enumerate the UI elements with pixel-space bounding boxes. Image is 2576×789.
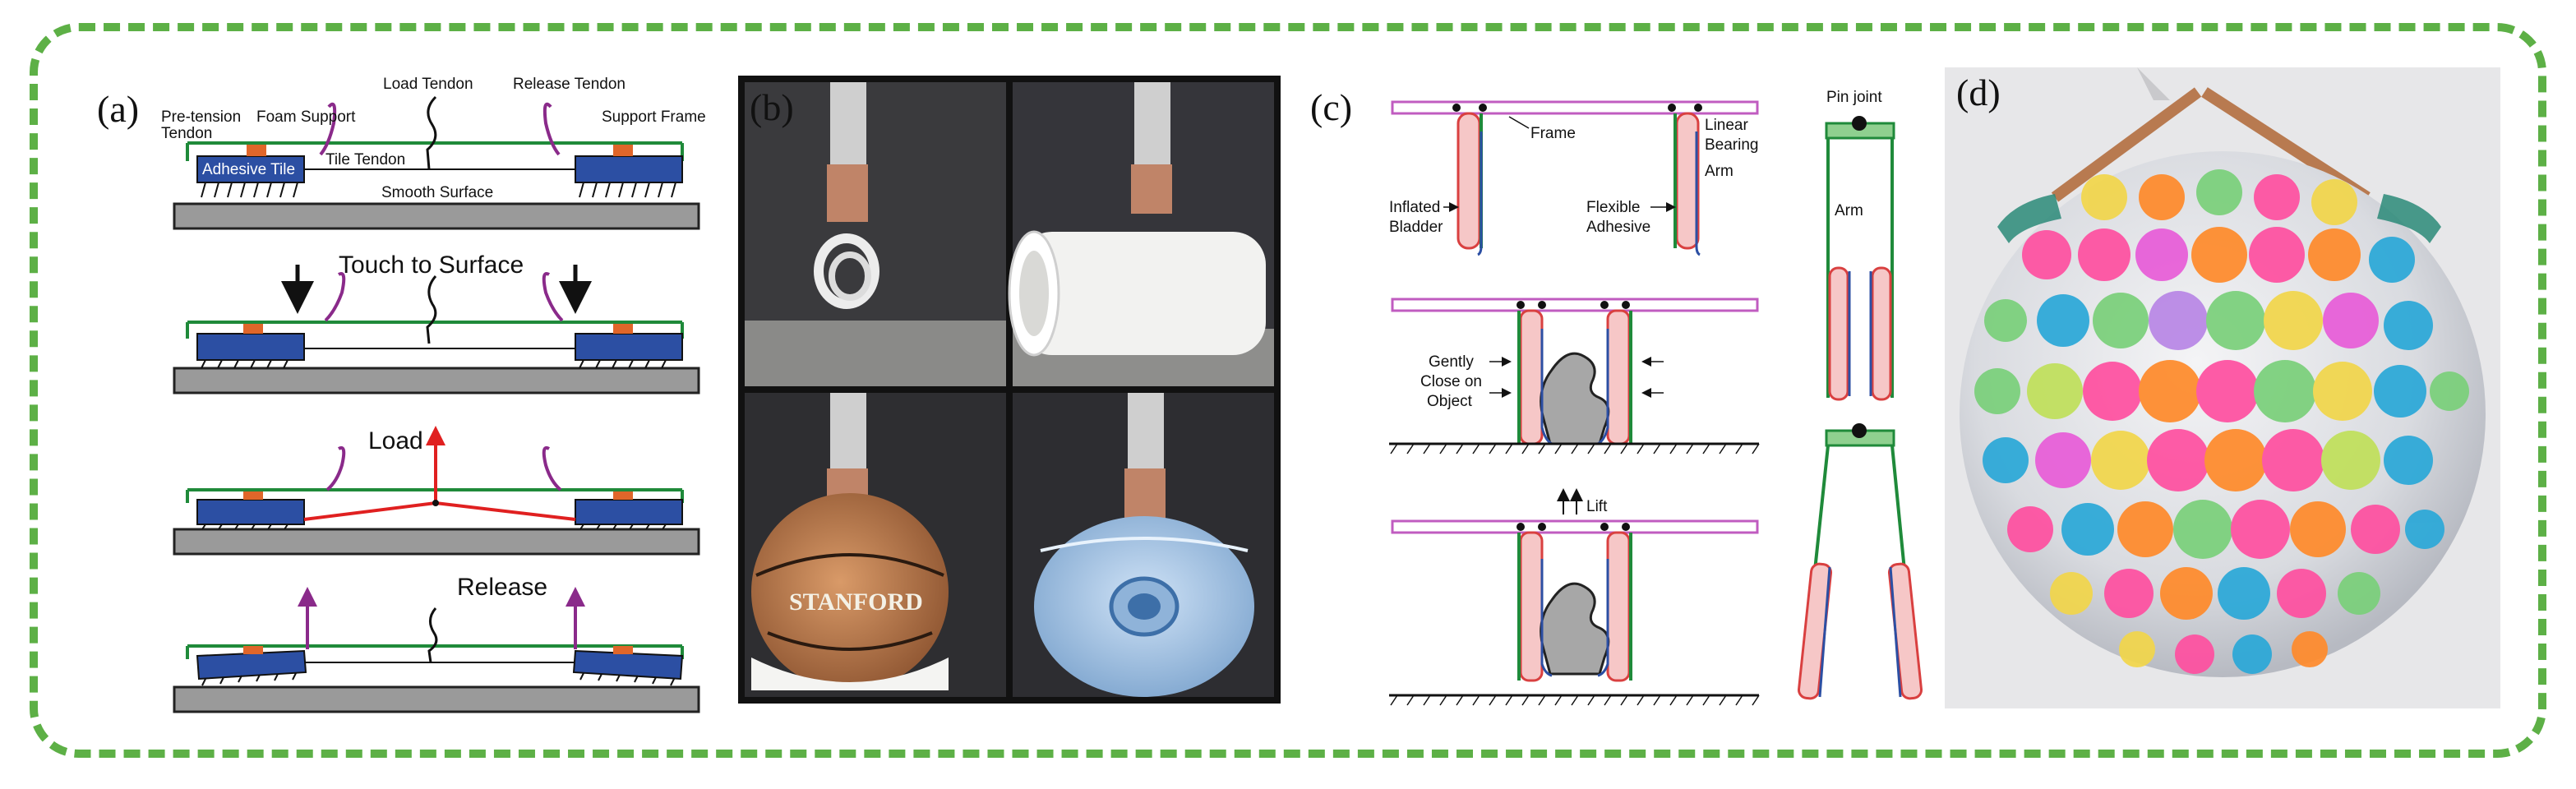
label-lift: Lift <box>1586 498 1608 515</box>
panel-label-a: (a) <box>97 88 139 130</box>
load-tendon <box>426 95 437 170</box>
label-load-tendon: Load Tendon <box>383 76 473 93</box>
load-tendon-taut <box>303 501 576 521</box>
panel-a-row-4: Release <box>173 574 700 713</box>
panel-a: (a) Pre-tension Tendon Foam Support Load… <box>97 76 706 713</box>
gripper-arm-left <box>2051 87 2202 202</box>
adhesive-tile-right <box>575 155 683 183</box>
label-foam-support: Foam Support <box>256 108 356 126</box>
panel-b: (b) STANFORD <box>738 76 1281 704</box>
photo-coil <box>745 82 1006 386</box>
label-release: Release <box>457 574 547 601</box>
adhesive-patch-right <box>2377 194 2441 243</box>
panel-d: (d) <box>1945 67 2500 708</box>
panel-c-row-3: Lift <box>1389 488 1760 706</box>
foam-support-right <box>613 145 633 156</box>
label-load: Load <box>368 427 423 454</box>
label-bladder: Bladder <box>1389 219 1443 236</box>
label-object: Object <box>1427 393 1473 410</box>
label-tendon: Tendon <box>161 125 212 142</box>
label-arm: Arm <box>1705 163 1733 180</box>
adhesive-tile-left <box>196 155 305 183</box>
label-pretension: Pre-tension <box>161 108 241 126</box>
photo-water-jug <box>1013 393 1274 697</box>
label-smooth-surface: Smooth Surface <box>381 184 493 201</box>
object-shape <box>1540 352 1610 445</box>
adhesive-patch-left <box>1997 194 2061 243</box>
label-pin-joint: Pin joint <box>1826 89 1882 106</box>
label-gently: Gently <box>1429 353 1474 371</box>
pin-joint-diagram-bottom <box>1797 423 1923 700</box>
label-adhesive: Adhesive <box>1586 219 1650 236</box>
label-touch-to-surface: Touch to Surface <box>339 251 524 279</box>
panel-a-row-2: Touch to Surface <box>173 251 700 394</box>
label-bearing: Bearing <box>1705 136 1759 154</box>
panel-label-b: (b) <box>750 86 794 128</box>
photo-basketball: STANFORD <box>745 393 1006 697</box>
frame-bar <box>1391 100 1759 115</box>
panel-c-row-2: Gently Close on Object <box>1389 298 1760 454</box>
dashed-border-frame <box>30 23 2546 758</box>
panel-c-row-1: Frame Linear Bearing Arm Inflated Bladde… <box>1389 100 1759 256</box>
label-adhesive-tile: Adhesive Tile <box>202 161 295 178</box>
label-linear: Linear <box>1705 117 1748 134</box>
panel-label-d: (d) <box>1956 72 2001 113</box>
inflated-bladder-right <box>1675 112 1700 250</box>
panel-a-row-1: Pre-tension Tendon Foam Support Load Ten… <box>161 76 706 230</box>
basketball-text: STANFORD <box>789 588 923 616</box>
label-frame: Frame <box>1530 125 1576 142</box>
balloon-dots <box>1974 169 2469 674</box>
label-support-frame: Support Frame <box>602 108 706 126</box>
label-tile-tendon: Tile Tendon <box>325 151 405 168</box>
label-inflated: Inflated <box>1389 199 1440 216</box>
panel-c: (c) Frame Linear Bearing Arm Inflated Bl… <box>1310 86 1923 706</box>
label-release-tendon: Release Tendon <box>513 76 626 93</box>
inflated-bladder-left <box>1457 112 1481 250</box>
basketball <box>751 493 949 690</box>
label-arm-right: Arm <box>1835 202 1863 219</box>
label-flexible: Flexible <box>1586 199 1640 216</box>
pin-joint-diagram-top: Pin joint Arm <box>1825 89 1895 401</box>
panel-label-c: (c) <box>1310 86 1352 128</box>
smooth-surface-bar <box>173 202 700 230</box>
foam-support-left <box>247 145 266 156</box>
release-tendon-right <box>542 102 561 156</box>
release-tendon-left <box>319 102 337 156</box>
label-close-on: Close on <box>1420 373 1482 390</box>
photo-pipe <box>1008 82 1274 386</box>
panel-a-row-3: Load <box>173 426 700 556</box>
